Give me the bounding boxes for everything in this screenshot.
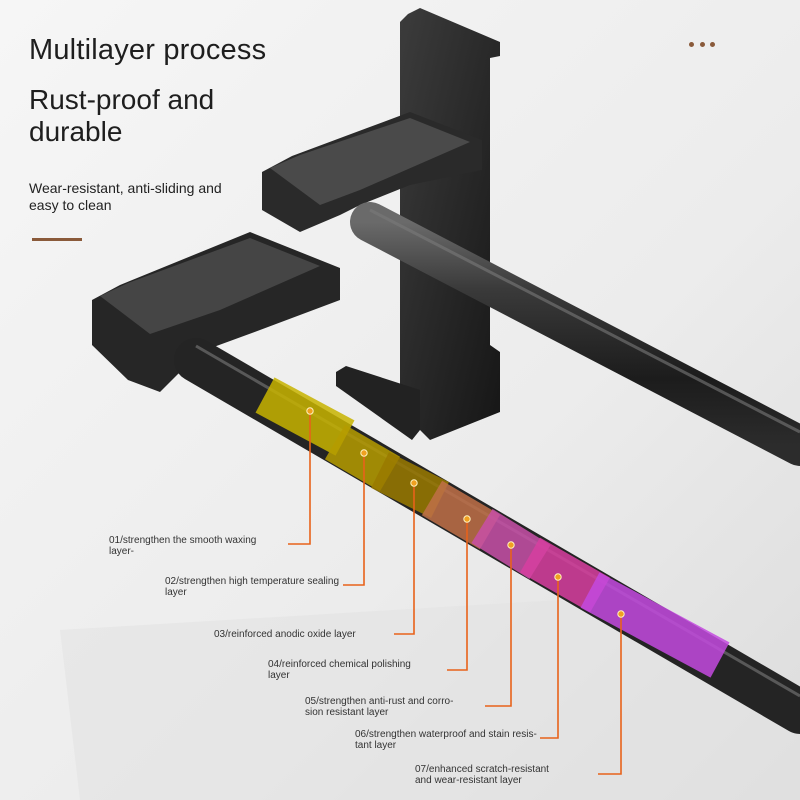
layer-marker-7 bbox=[617, 610, 625, 618]
layer-label-4-line2: layer bbox=[268, 670, 290, 681]
layer-label-6-line1: 06/strengthen waterproof and stain resis… bbox=[355, 729, 537, 740]
leader-line-1 bbox=[288, 411, 311, 545]
tagline-line-2: durable bbox=[29, 116, 123, 147]
layer-marker-5 bbox=[507, 541, 515, 549]
bracket-lower-arm-top bbox=[100, 238, 320, 334]
accent-divider bbox=[32, 238, 82, 241]
feature-line-2: easy to clean bbox=[29, 197, 112, 213]
layer-band-1 bbox=[255, 377, 355, 456]
layer-bands bbox=[255, 377, 730, 678]
layer-band-6 bbox=[520, 537, 610, 613]
bracket-hook bbox=[336, 366, 420, 440]
bracket-back-plate bbox=[400, 8, 500, 440]
layer-label-6: 06/strengthen waterproof and stain resis… bbox=[355, 729, 537, 751]
layer-label-6-line2: tant layer bbox=[355, 740, 397, 751]
layer-marker-2 bbox=[360, 449, 368, 457]
layer-label-5-line2: sion resistant layer bbox=[305, 707, 389, 718]
leader-line-6 bbox=[540, 577, 559, 739]
layer-label-3-line1: 03/reinforced anodic oxide layer bbox=[214, 629, 356, 640]
bracket-upper-arm-top bbox=[270, 118, 470, 205]
headline: Multilayer process bbox=[29, 34, 267, 66]
leader-line-7 bbox=[598, 614, 622, 775]
layer-label-1-line1: 01/strengthen the smooth waxing bbox=[109, 535, 257, 546]
layer-band-3 bbox=[371, 452, 449, 518]
layer-label-7-line2: and wear-resistant layer bbox=[415, 775, 522, 786]
leader-line-5 bbox=[485, 545, 512, 707]
leader-line-2 bbox=[343, 453, 365, 586]
layer-label-1-line2: layer- bbox=[109, 546, 135, 557]
layer-label-5: 05/strengthen anti-rust and corro-sion r… bbox=[305, 696, 453, 718]
layer-label-3: 03/reinforced anodic oxide layer bbox=[214, 629, 356, 640]
floor-reflection bbox=[60, 600, 800, 800]
leader-line-4 bbox=[447, 519, 468, 671]
layer-marker-6 bbox=[554, 573, 562, 581]
layer-marker-1 bbox=[306, 407, 314, 415]
layer-label-2-line1: 02/strengthen high temperature sealing bbox=[165, 576, 340, 587]
layer-band-4 bbox=[421, 480, 501, 550]
layer-leaders bbox=[288, 407, 625, 775]
layer-marker-4 bbox=[463, 515, 471, 523]
layer-label-5-line1: 05/strengthen anti-rust and corro- bbox=[305, 696, 454, 707]
layer-band-7 bbox=[580, 572, 730, 678]
leader-line-3 bbox=[394, 483, 415, 635]
layer-label-4-line1: 04/reinforced chemical polishing bbox=[268, 659, 411, 670]
layer-marker-3 bbox=[410, 479, 418, 487]
more-dots-icon bbox=[689, 42, 715, 48]
feature-line-1: Wear-resistant, anti-sliding and bbox=[29, 180, 222, 196]
layer-label-7-line1: 07/enhanced scratch-resistant bbox=[415, 764, 549, 775]
tagline-line-1: Rust-proof and bbox=[29, 84, 215, 115]
upper-bar bbox=[350, 202, 800, 466]
layer-label-2-line2: layer bbox=[165, 587, 187, 598]
